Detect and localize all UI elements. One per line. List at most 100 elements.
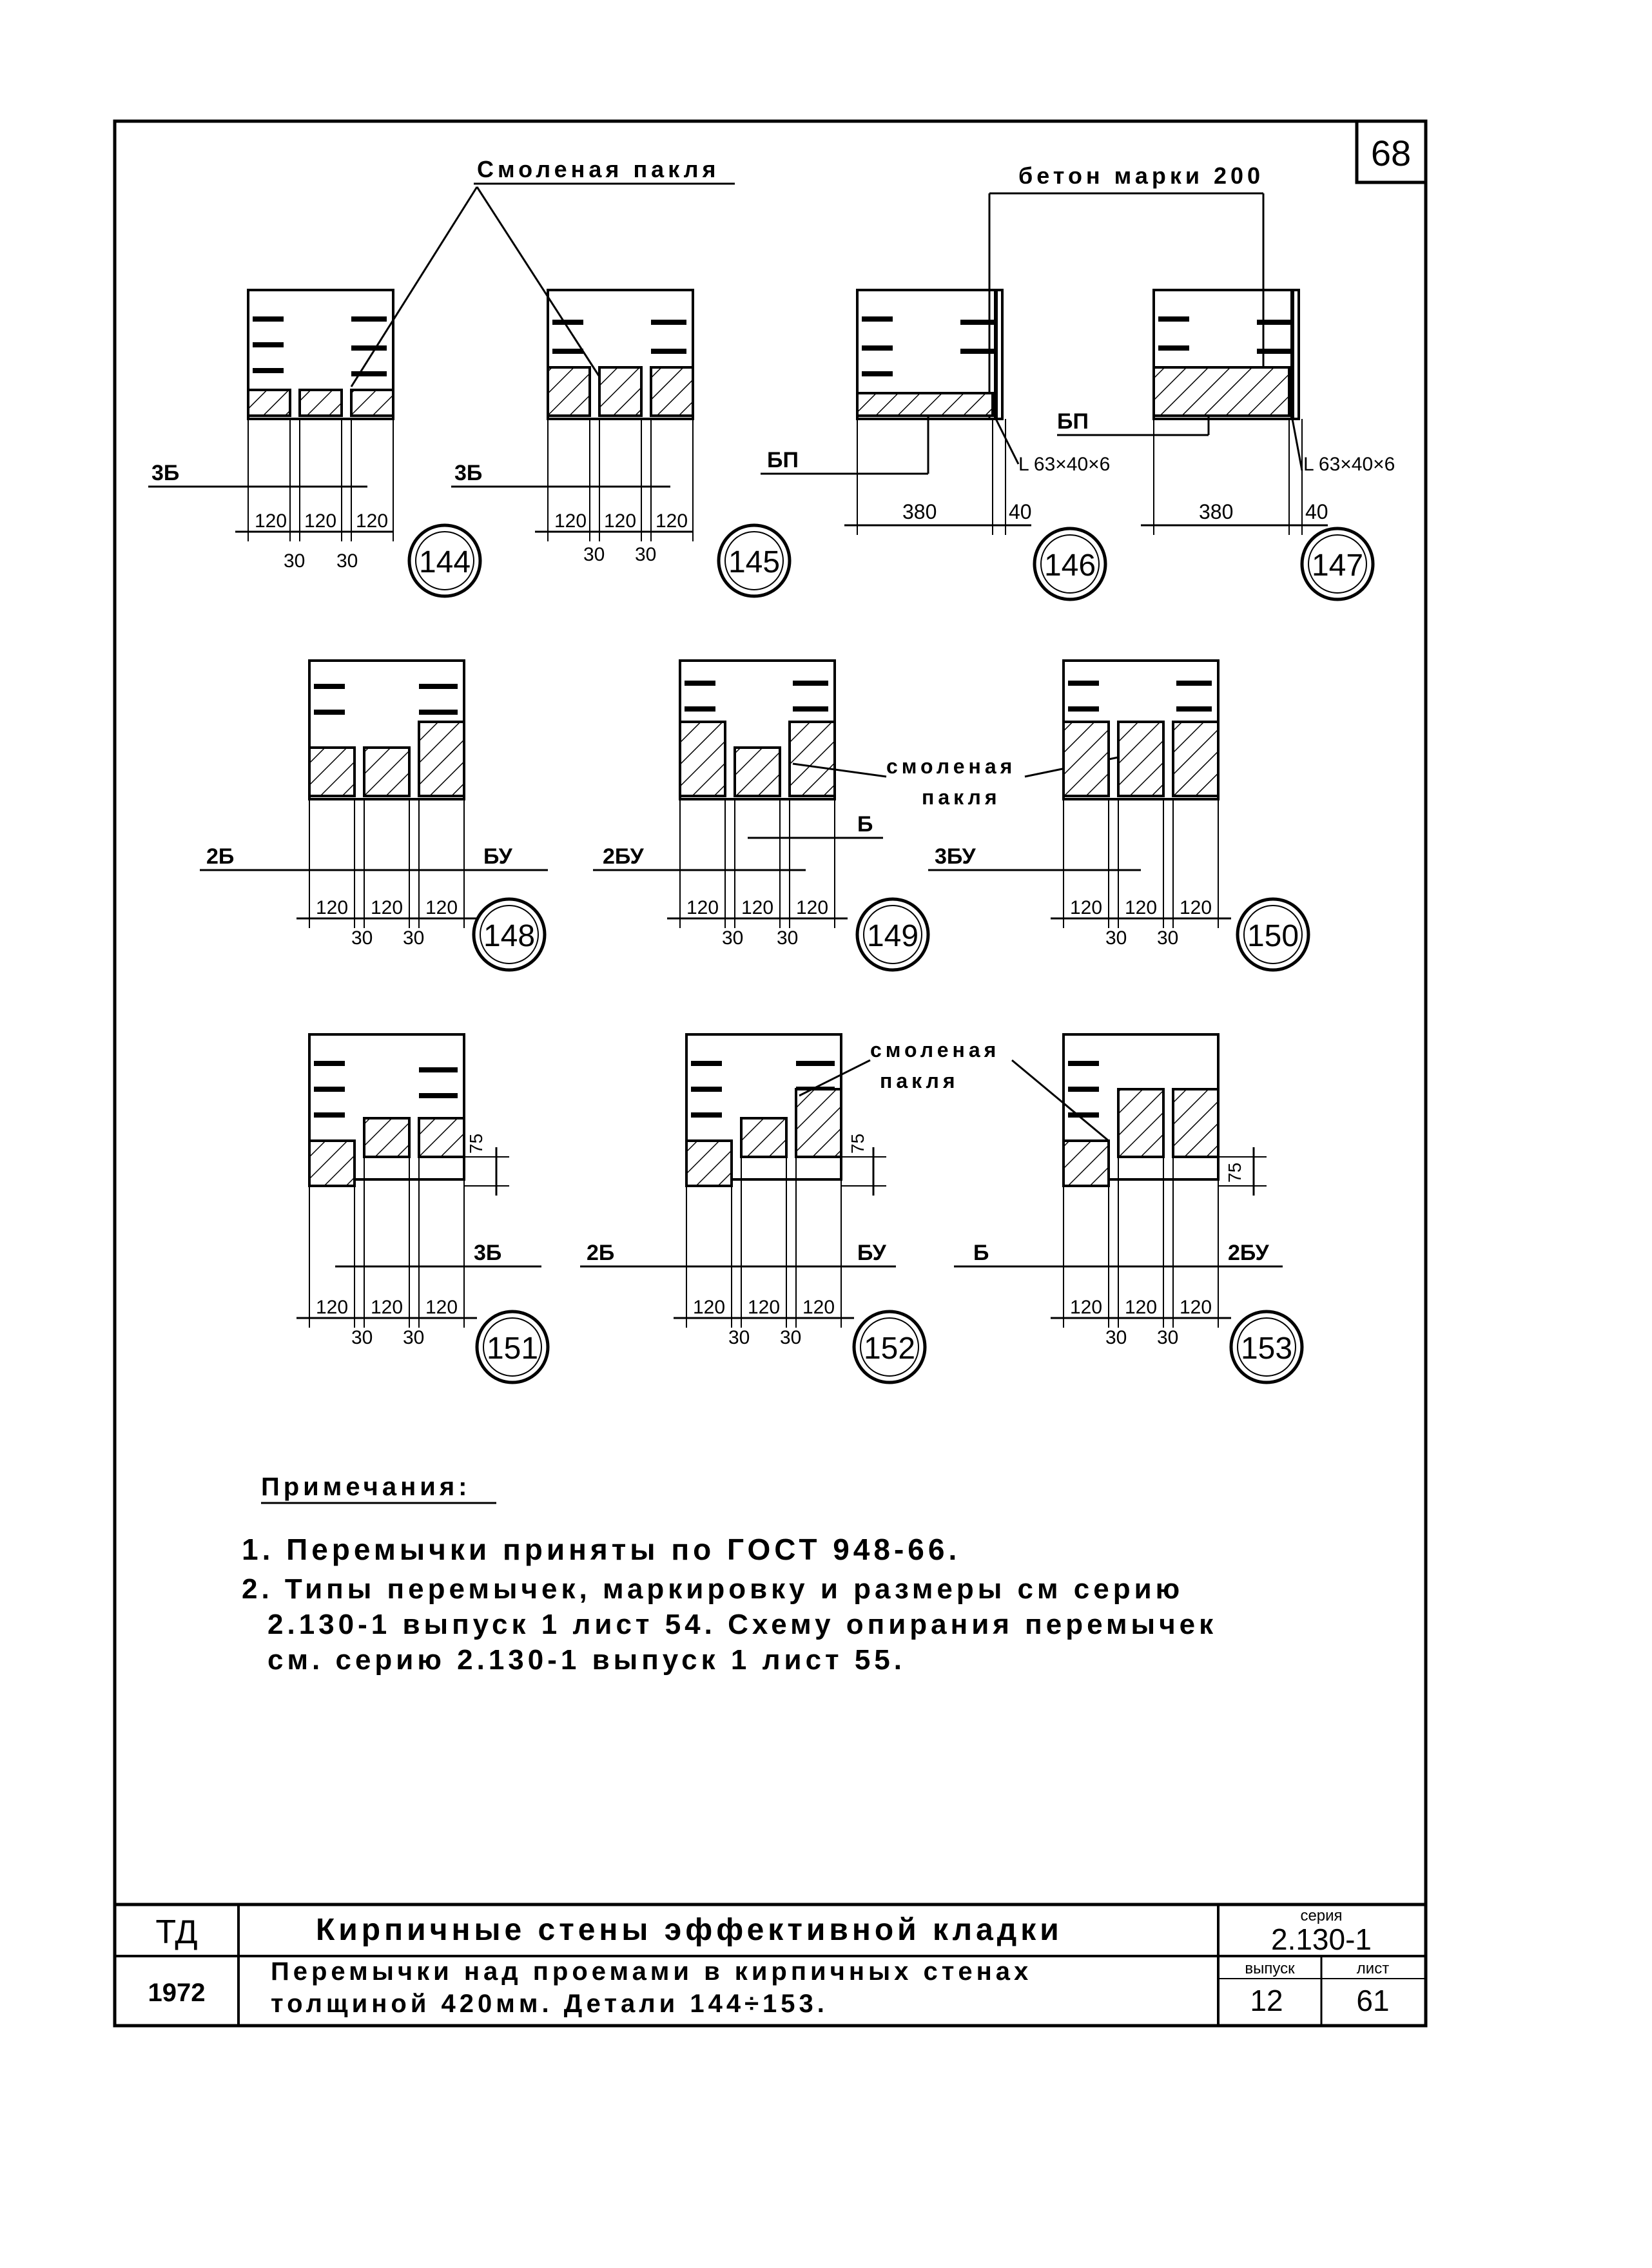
detail-149-dim-1: 120 [686, 897, 719, 918]
leaders-top [350, 186, 1265, 419]
detail-152-offset: 75 [848, 1134, 868, 1154]
detail-145: 3Б 120 120 120 30 30 145 [451, 289, 792, 598]
detail-147-angle: L 63×40×6 [1303, 454, 1395, 475]
detail-144-dim-2: 120 [304, 510, 336, 532]
detail-145-number: 145 [728, 545, 780, 579]
detail-148-dim-3: 120 [425, 897, 458, 918]
detail-153-dim-2: 120 [1125, 1297, 1157, 1318]
detail-151-offset: 75 [466, 1134, 486, 1154]
detail-147-dim-2: 40 [1305, 500, 1328, 523]
detail-151-mark: 3Б [474, 1241, 501, 1265]
detail-145-gap-2: 30 [635, 544, 656, 565]
detail-152: 75 2Б БУ 120 120 120 30 30 152 [580, 1033, 927, 1384]
notes-heading: Примечания: [261, 1473, 471, 1501]
detail-148-mark-1: 2Б [206, 844, 234, 869]
tb-title-1: Кирпичные стены эффективной кладки [316, 1913, 1063, 1947]
detail-146-mark: БП [767, 448, 799, 472]
detail-148: 2Б БУ 120 120 120 30 30 148 [200, 659, 548, 972]
detail-144-dim-3: 120 [356, 510, 388, 532]
detail-150-mark: 3БУ [935, 844, 977, 869]
resin-tow-label-bottom-1: смоленая [870, 1038, 1000, 1061]
detail-153-mark-2: 2БУ [1228, 1241, 1270, 1265]
detail-148-gap-2: 30 [403, 927, 424, 949]
detail-150-gap-1: 30 [1105, 927, 1127, 949]
detail-149-gap-2: 30 [777, 927, 798, 949]
detail-151-dim-3: 120 [425, 1297, 458, 1318]
detail-151-number: 151 [487, 1332, 538, 1366]
tb-issue-label: выпуск [1245, 1960, 1295, 1977]
detail-147-mark: БП [1057, 409, 1089, 434]
detail-149-dim-2: 120 [741, 897, 773, 918]
note-4: см. серию 2.130-1 выпуск 1 лист 55. [267, 1644, 906, 1676]
detail-145-gap-1: 30 [583, 544, 605, 565]
detail-148-number: 148 [483, 919, 535, 953]
note-3: 2.130-1 выпуск 1 лист 54. Схему опирания… [267, 1609, 1217, 1640]
detail-149-mark-1: 2БУ [603, 844, 645, 869]
detail-153: 75 Б 2БУ 120 120 120 30 30 153 [954, 1033, 1304, 1384]
detail-150-dim-2: 120 [1125, 897, 1157, 918]
detail-144-mark: 3Б [151, 461, 179, 485]
detail-148-dim-1: 120 [316, 897, 348, 918]
tb-series-label: серия [1300, 1907, 1342, 1924]
detail-150-dim-3: 120 [1180, 897, 1212, 918]
detail-146-dim-1: 380 [902, 500, 937, 523]
detail-145-mark: 3Б [454, 461, 482, 485]
detail-147: БП L 63×40×6 380 40 147 [1057, 289, 1395, 601]
resin-tow-label-top: Смоленая пакля [477, 156, 720, 182]
detail-145-dim-2: 120 [604, 510, 636, 532]
detail-152-number: 152 [864, 1332, 915, 1366]
detail-151-dim-2: 120 [371, 1297, 403, 1318]
title-block: ТД 1972 Кирпичные стены эффективной клад… [115, 1903, 1426, 2026]
tb-series-value: 2.130-1 [1271, 1923, 1372, 1956]
detail-153-dim-3: 120 [1180, 1297, 1212, 1318]
tb-year: 1972 [148, 1979, 206, 2007]
resin-tow-label-mid-1: смоленая [886, 755, 1016, 778]
notes: Примечания: 1. Перемычки приняты по ГОСТ… [242, 1473, 1217, 1676]
tb-title-2: Перемычки над проемами в кирпичных стена… [271, 1957, 1032, 1986]
detail-146-number: 146 [1044, 548, 1096, 583]
detail-148-gap-1: 30 [351, 927, 373, 949]
detail-151: 75 3Б 120 120 120 30 30 151 [296, 1033, 550, 1384]
detail-153-gap-2: 30 [1157, 1327, 1178, 1348]
detail-147-dim-1: 380 [1199, 500, 1233, 523]
detail-152-gap-1: 30 [728, 1327, 750, 1348]
detail-153-number: 153 [1241, 1332, 1292, 1366]
detail-146: БП L 63×40×6 380 40 146 [761, 289, 1110, 601]
page-number-box: 68 [1355, 119, 1428, 184]
detail-152-mark-2: БУ [857, 1241, 887, 1265]
detail-149-mark-2: Б [857, 812, 873, 837]
detail-153-gap-1: 30 [1105, 1327, 1127, 1348]
page-number: 68 [1371, 133, 1411, 173]
detail-152-gap-2: 30 [780, 1327, 801, 1348]
detail-150: 3БУ 120 120 120 30 30 150 [928, 659, 1310, 972]
detail-152-dim-3: 120 [802, 1297, 835, 1318]
detail-150-gap-2: 30 [1157, 927, 1178, 949]
detail-144-gap-1: 30 [284, 550, 305, 572]
note-2: 2. Типы перемычек, маркировку и размеры … [242, 1573, 1183, 1605]
detail-144: 3Б 120 120 120 30 30 144 [148, 289, 482, 598]
resin-tow-label-mid-2: пакля [922, 786, 1001, 809]
note-1: 1. Перемычки приняты по ГОСТ 948-66. [242, 1533, 960, 1566]
resin-tow-mid-leader [792, 762, 887, 778]
detail-145-dim-3: 120 [656, 510, 688, 532]
detail-149-number: 149 [867, 919, 918, 953]
detail-144-number: 144 [419, 545, 471, 579]
detail-153-offset: 75 [1225, 1163, 1245, 1183]
tb-sheet-label: лист [1357, 1960, 1389, 1977]
tb-issue-value: 12 [1250, 1984, 1283, 2017]
detail-147-number: 147 [1312, 548, 1363, 583]
detail-149-dim-3: 120 [796, 897, 828, 918]
detail-149: 2БУ Б 120 120 120 30 30 149 [593, 659, 930, 972]
detail-144-dim-1: 120 [255, 510, 287, 532]
detail-151-dim-1: 120 [316, 1297, 348, 1318]
resin-tow-bottom-leader [799, 1059, 871, 1097]
detail-152-mark-1: 2Б [587, 1241, 614, 1265]
detail-151-gap-2: 30 [403, 1327, 424, 1348]
detail-152-dim-2: 120 [748, 1297, 780, 1318]
detail-150-number: 150 [1247, 919, 1299, 953]
resin-tow-label-bottom-2: пакля [880, 1069, 959, 1092]
detail-146-angle: L 63×40×6 [1018, 454, 1110, 475]
concrete-label: бетон марки 200 [1018, 162, 1264, 189]
detail-148-dim-2: 120 [371, 897, 403, 918]
